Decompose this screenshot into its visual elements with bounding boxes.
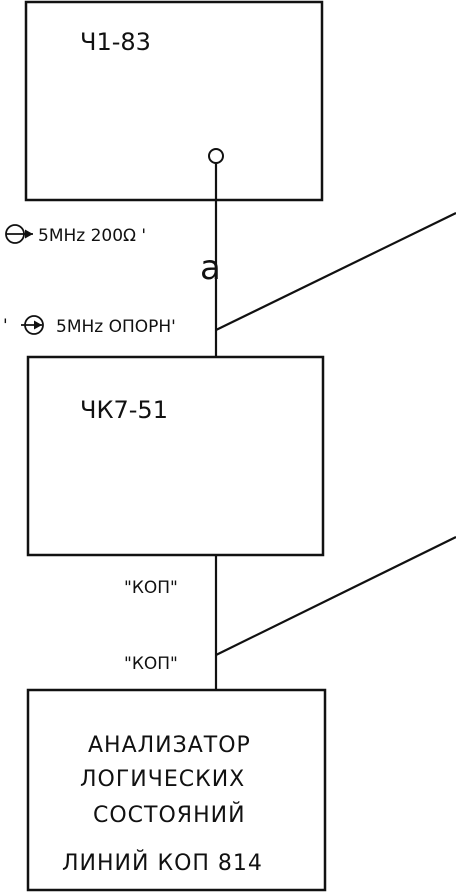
block-logic-analyzer-frame [26,688,327,892]
block-ch1-83-title: Ч1-83 [80,28,151,56]
block-chk7-51-title: ЧК7-51 [80,396,168,424]
circle-arrow-in-icon [21,315,44,335]
block-chk7-51: ЧК7-51 [26,355,325,557]
kop-input-label: "КОП" [124,654,178,674]
analyzer-line-2: ЛОГИЧЕСКИХ [80,767,245,792]
block-chk7-51-frame [26,355,325,557]
circle-arrow-out-icon [5,224,33,244]
input-tick-mark: ' [3,316,8,336]
cable-mark-letter: a [200,248,221,288]
kop-output-label: "КОП" [124,578,178,598]
block-ch1-83: Ч1-83 [24,0,324,202]
analyzer-line-3: СОСТОЯНИЙ [93,802,246,828]
input-5mhz-label-group: ' 5MHz ОПОРН' [3,315,176,337]
analyzer-line-1: АНАЛИЗАТОР [88,733,251,758]
leader-line-lower [215,536,456,656]
leader-line-upper [215,212,456,331]
input-5mhz-reference-label: 5MHz ОПОРН' [56,317,176,337]
analyzer-line-4: ЛИНИЙ КОП 814 [62,850,263,876]
output-5mhz-200ohm-label: 5MHz 200Ω ' [38,226,146,246]
output-5mhz-label-group: 5MHz 200Ω ' [5,224,146,246]
cable-mark: a [200,248,221,288]
block-ch1-83-frame [24,0,324,202]
block-logic-analyzer: АНАЛИЗАТОР ЛОГИЧЕСКИХ СОСТОЯНИЙ ЛИНИЙ КО… [26,688,327,892]
output-port-terminal [208,148,224,164]
